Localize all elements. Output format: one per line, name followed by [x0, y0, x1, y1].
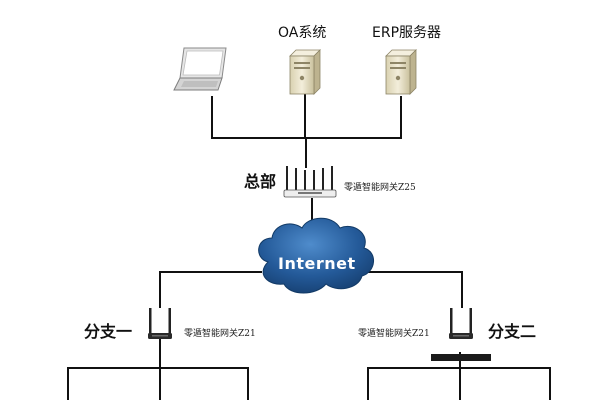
router-icon	[283, 166, 337, 198]
oa-system-label: OA系统	[278, 25, 327, 41]
connection-lines	[67, 94, 551, 400]
hq-gateway-label: 零遁智能网关Z25	[344, 183, 416, 193]
server-icon	[289, 49, 321, 95]
internet-label: Internet	[278, 254, 356, 273]
branch2-label: 分支二	[488, 322, 537, 341]
branch1-label: 分支一	[84, 322, 133, 341]
router-icon	[148, 308, 172, 339]
branch1-gateway-label: 零遁智能网关Z21	[184, 329, 256, 339]
branch2-gateway-label: 零遁智能网关Z21	[358, 329, 430, 339]
link-internet-branches	[159, 271, 463, 308]
hq-label: 总部	[244, 172, 277, 191]
erp-server-label: ERP服务器	[372, 25, 442, 41]
server-icon	[385, 49, 417, 95]
laptop-icon	[173, 47, 227, 91]
router-icon	[431, 308, 491, 361]
cloud-icon	[258, 217, 374, 294]
link-branch1-lan	[67, 338, 249, 400]
link-laptop-hq	[211, 96, 402, 139]
